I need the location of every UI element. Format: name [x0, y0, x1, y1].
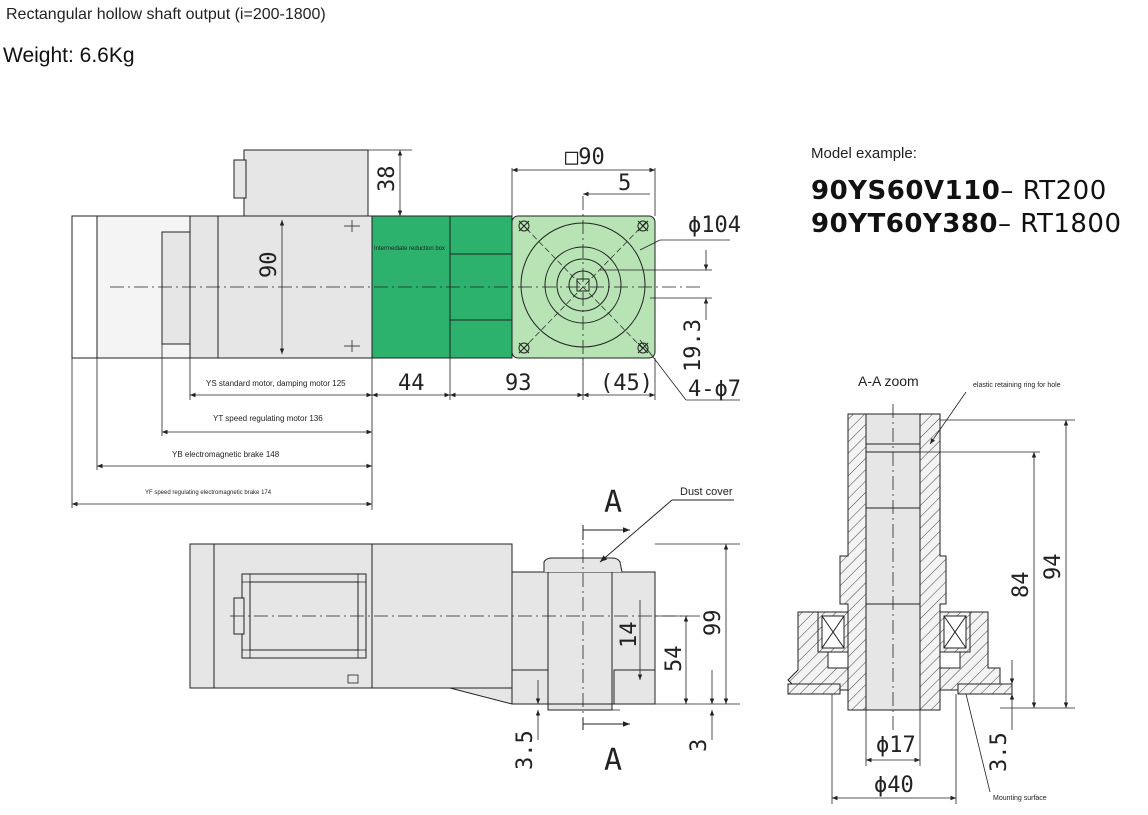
dust-cover-label: Dust cover: [680, 486, 733, 498]
length-yf-label: YF speed regulating electromagnetic brak…: [145, 490, 272, 496]
section-mark-top: A: [604, 485, 622, 520]
dim-section-94: 94: [1041, 554, 1066, 581]
dim-len-45: (45): [600, 371, 653, 396]
mounting-surface-label: Mounting surface: [993, 795, 1047, 802]
dim-side-99: 99: [701, 610, 726, 637]
length-yb-label: YB electromagnetic brake 148: [172, 450, 280, 459]
length-yt-label: YT speed regulating motor 136: [213, 414, 323, 423]
section-markers: [582, 499, 734, 730]
section-mark-bottom: A: [604, 743, 622, 778]
dim-len-44: 44: [398, 371, 425, 396]
page-title: Rectangular hollow shaft output (i=200-1…: [6, 6, 326, 23]
retaining-ring-label: elastic retaining ring for hole: [973, 382, 1061, 389]
dim-section-phi17: ϕ17: [876, 733, 916, 758]
dim-offset-5: 5: [618, 171, 631, 196]
side-view: [189, 525, 688, 720]
top-view-dimensions: [71, 149, 740, 510]
model-2-code: 90YT60Y380: [811, 209, 999, 239]
model-example-label: Model example:: [811, 145, 917, 162]
dim-len-93: 93: [505, 371, 532, 396]
side-view-dimensions: [535, 543, 740, 740]
section-dimensions: [831, 391, 1075, 804]
model-example-2: 90YT60Y380– RT1800: [811, 209, 1122, 239]
section-title: A-A zoom: [858, 373, 919, 389]
dim-section-84: 84: [1009, 572, 1034, 599]
model-1-suffix: – RT200: [1000, 176, 1107, 206]
dim-holes-4-7: 4-ϕ7: [688, 377, 741, 402]
length-ys-label: YS standard motor, damping motor 125: [206, 379, 346, 388]
dim-side-3: 3: [687, 739, 712, 752]
dim-side-54: 54: [662, 646, 687, 673]
dim-section-3-5: 3.5: [987, 732, 1012, 772]
dim-motor-90: 90: [257, 252, 282, 279]
dim-flange-104: ϕ104: [688, 213, 741, 238]
weight-label: Weight: 6.6Kg: [3, 44, 135, 67]
model-1-code: 90YS60V110: [811, 176, 1001, 206]
section-view: [787, 404, 1013, 730]
motor-top-box: [243, 149, 369, 217]
dim-offset-19-3: 19.3: [681, 319, 706, 372]
dim-square-90: □90: [565, 145, 605, 170]
dim-section-phi40: ϕ40: [874, 773, 914, 798]
intermediate-box-label: Intermediate reduction box: [374, 246, 445, 252]
dim-side-14: 14: [617, 622, 642, 649]
model-example-1: 90YS60V110– RT200: [811, 176, 1107, 206]
model-2-suffix: – RT1800: [998, 209, 1122, 239]
dim-side-3-5: 3.5: [513, 730, 538, 770]
dim-top-38: 38: [375, 166, 400, 193]
